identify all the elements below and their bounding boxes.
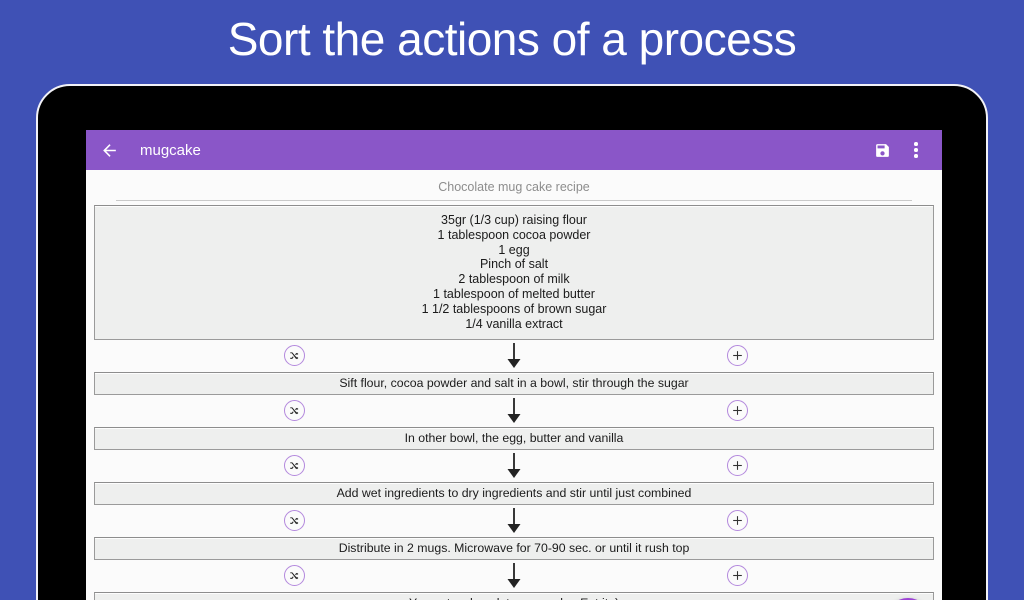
ingredient-line: 1 tablespoon of melted butter: [433, 286, 595, 301]
title-divider: [116, 200, 912, 201]
tablet-device-frame: mugcake Chocolate mug cake recipe 35gr (…: [36, 84, 988, 600]
ingredient-line: 1 egg: [498, 242, 530, 257]
shuffle-icon[interactable]: [284, 510, 305, 532]
ingredient-line: 1 tablespoon cocoa powder: [437, 227, 591, 242]
step-item[interactable]: Distribute in 2 mugs. Microwave for 70-9…: [94, 537, 934, 561]
ingredient-line: 35gr (1/3 cup) raising flour: [441, 213, 587, 227]
arrow-down-icon: [507, 563, 521, 589]
arrow-left-icon[interactable]: [94, 135, 124, 165]
more-vertical-icon[interactable]: [902, 136, 930, 164]
step-item[interactable]: Sift flour, cocoa powder and salt in a b…: [94, 372, 934, 396]
arrow-down-icon: [507, 343, 521, 369]
plus-icon[interactable]: [727, 400, 748, 422]
ingredient-line: 2 tablespoon of milk: [458, 272, 570, 287]
connector-row: [94, 450, 934, 482]
connector-row: [94, 560, 934, 592]
shuffle-icon[interactable]: [284, 400, 305, 422]
overflow-dots: [914, 142, 918, 158]
connector-row: [94, 505, 934, 537]
connector-row: [94, 395, 934, 427]
step-item[interactable]: In other bowl, the egg, butter and vanil…: [94, 427, 934, 451]
plus-icon[interactable]: [727, 565, 748, 587]
shuffle-icon[interactable]: [284, 565, 305, 587]
plus-icon[interactable]: [727, 455, 748, 477]
step-item[interactable]: You got a chocolate mug cake. Eat it :): [94, 592, 934, 600]
edit-fab-button[interactable]: [886, 598, 930, 600]
ingredient-line: 1 1/2 tablespoons of brown sugar: [421, 301, 607, 316]
ingredient-line: Pinch of salt: [479, 257, 549, 272]
save-icon[interactable]: [868, 136, 896, 164]
step-item[interactable]: Add wet ingredients to dry ingredients a…: [94, 482, 934, 506]
connector-row: [94, 340, 934, 372]
app-bar-title: mugcake: [140, 141, 201, 159]
app-bar: mugcake: [86, 130, 942, 170]
arrow-down-icon: [507, 453, 521, 479]
process-title: Chocolate mug cake recipe: [438, 180, 590, 194]
ingredient-line: 1/4 vanilla extract: [465, 316, 563, 331]
shuffle-icon[interactable]: [284, 455, 305, 477]
process-editor-content: Chocolate mug cake recipe 35gr (1/3 cup)…: [86, 170, 942, 600]
ingredients-block[interactable]: 35gr (1/3 cup) raising flour 1 tablespoo…: [94, 205, 934, 341]
tablet-screen: mugcake Chocolate mug cake recipe 35gr (…: [86, 130, 942, 600]
plus-icon[interactable]: [727, 345, 748, 367]
arrow-down-icon: [507, 398, 521, 424]
promo-headline: Sort the actions of a process: [227, 13, 797, 65]
arrow-down-icon: [507, 508, 521, 534]
shuffle-icon[interactable]: [284, 345, 305, 367]
plus-icon[interactable]: [727, 510, 748, 532]
